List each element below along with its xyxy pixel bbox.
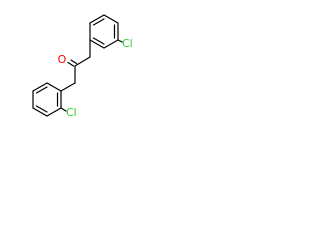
lower-ring-bond <box>46 82 62 92</box>
lower-chlorine-atom-label: Cl <box>66 106 77 119</box>
upper-ring-bond <box>89 39 105 49</box>
upper-chlorine-atom-label: Cl <box>122 37 133 50</box>
upper-ring-double-bond <box>92 37 105 45</box>
upper-ring-double-bond <box>92 18 105 26</box>
oxygen-atom-label: O <box>58 53 67 66</box>
lower-ring-bond <box>46 107 62 117</box>
lower-ring-double-bond <box>35 105 48 113</box>
carbonyl-double-bond <box>67 61 75 67</box>
upper-ring-bond <box>103 39 119 49</box>
lower-ring-bond <box>32 82 48 92</box>
carbonyl-carbon-bond <box>74 56 91 67</box>
lower-chlorophenyl-ring <box>32 82 62 117</box>
carbonyl-double-bond <box>70 59 78 65</box>
lower-ring-bond <box>32 107 48 117</box>
molecule-structure: O Cl Cl <box>32 14 133 119</box>
lower-ring-link-bond <box>60 82 76 92</box>
lower-ring-double-bond <box>35 86 48 94</box>
ketone-chain <box>60 39 91 92</box>
lower-c-cl-bond <box>60 107 67 112</box>
upper-ring-bond <box>89 14 105 24</box>
upper-c-cl-bond <box>117 39 123 43</box>
upper-ring-bond <box>103 14 119 24</box>
upper-chlorophenyl-ring <box>89 14 119 49</box>
